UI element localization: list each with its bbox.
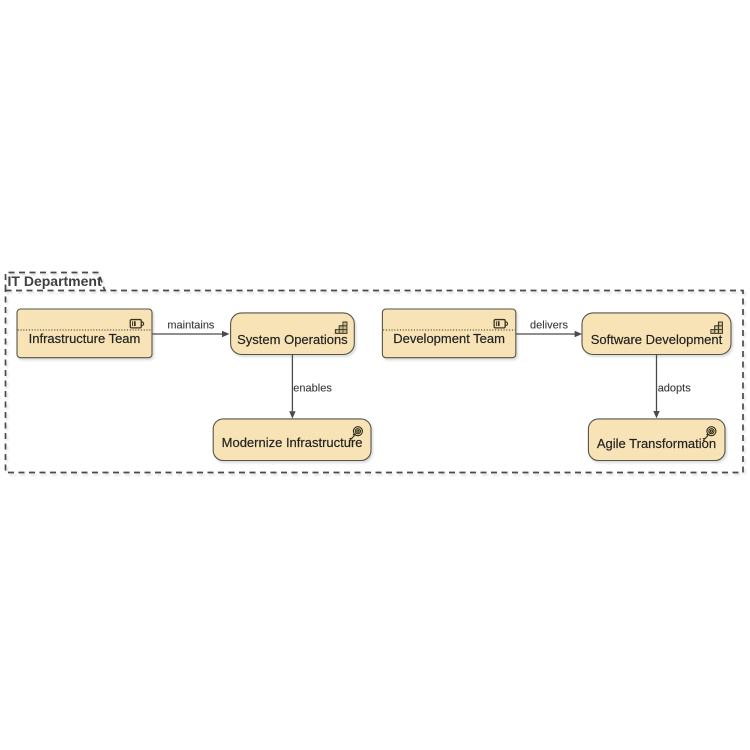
svg-text:Development Team: Development Team	[393, 331, 505, 346]
svg-text:IT Department: IT Department	[8, 273, 102, 289]
svg-text:maintains: maintains	[167, 320, 215, 332]
svg-text:Software Development: Software Development	[591, 332, 723, 347]
svg-text:Modernize Infrastructure: Modernize Infrastructure	[222, 435, 363, 450]
svg-text:delivers: delivers	[530, 320, 568, 332]
svg-text:Infrastructure Team: Infrastructure Team	[29, 331, 141, 346]
svg-text:enables: enables	[293, 383, 332, 395]
svg-text:Agile Transformation: Agile Transformation	[597, 436, 716, 451]
svg-text:adopts: adopts	[658, 383, 692, 395]
svg-text:System Operations: System Operations	[237, 332, 348, 347]
